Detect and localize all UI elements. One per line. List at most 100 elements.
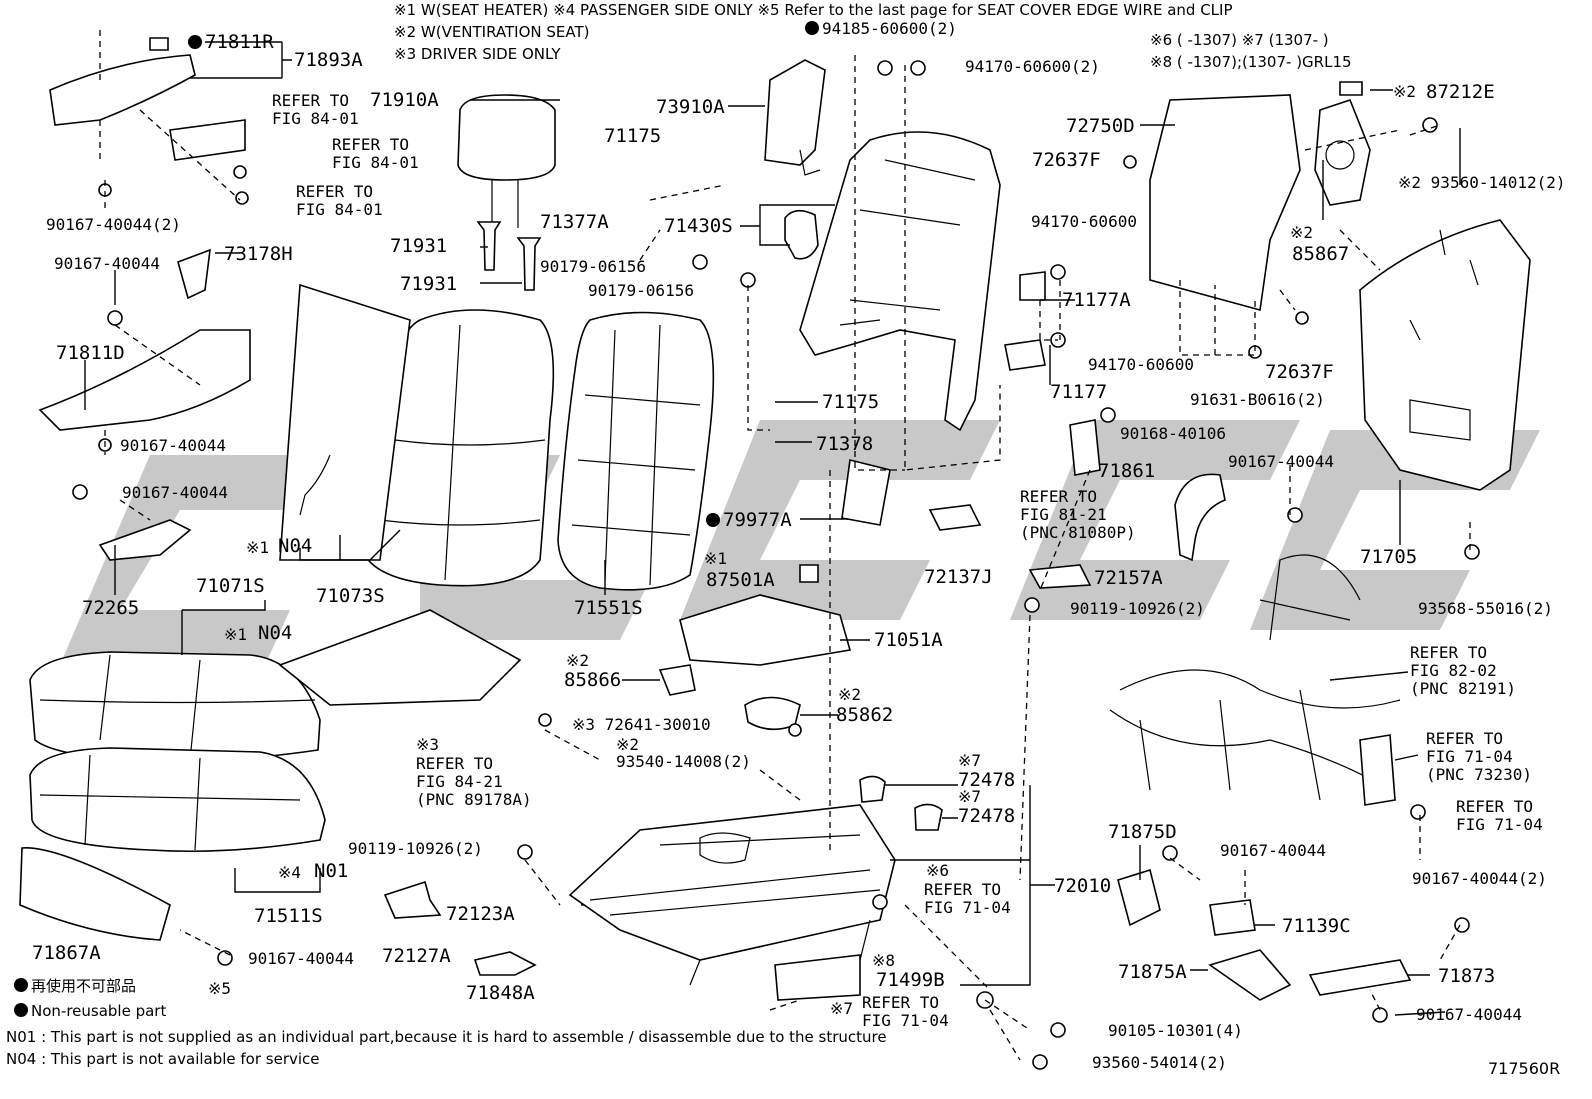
part-label-72157A[interactable]: 72157A [1094,567,1163,589]
part-label-90168-40106[interactable]: 90168-40106 [1120,424,1226,443]
part-label-71073S[interactable]: 71073S [316,585,385,607]
bracket-71873 [1308,959,1412,996]
part-label-71811R[interactable]: 71811R [188,32,274,52]
part-label-72127A[interactable]: 72127A [382,945,451,967]
part-label-71051A[interactable]: 71051A [874,629,943,651]
part-label-71499B[interactable]: 71499B [876,969,945,991]
switch-refer-84-01 [169,119,246,161]
part-label-79977A[interactable]: 79977A [706,510,792,530]
part-label-90167-40044-g[interactable]: 90167-40044 [1416,1005,1522,1024]
part-label-93568-55016-2[interactable]: 93568-55016(2) [1418,599,1553,618]
part-label-71175-a[interactable]: 71175 [604,125,662,147]
seat-cushion-cover-71071S [29,651,321,763]
part-label-94185-60600-2[interactable]: 94185-60600(2) [805,20,957,38]
cover-73178H [177,248,211,300]
part-label-71177[interactable]: 71177 [1050,381,1108,403]
part-label-72010[interactable]: 72010 [1054,875,1112,897]
part-label-93560-14012-2[interactable]: ※2 93560-14012(2) [1398,173,1566,192]
part-label-71873[interactable]: 71873 [1438,965,1496,987]
part-label-85866[interactable]: 85866 [564,669,622,691]
figure-id: 717560R [1488,1059,1561,1078]
part-label-71175-b[interactable]: 71175 [822,391,880,413]
cover-72127A [473,951,537,976]
refer-fig-84-21[interactable]: REFER TO FIG 84-21 (PNC 89178A) [416,754,532,809]
part-label-71848A[interactable]: 71848A [466,982,535,1004]
label-n01[interactable]: N01 [314,860,349,882]
part-label-94170-60600-a[interactable]: 94170-60600 [1031,212,1137,231]
part-label-71875D[interactable]: 71875D [1108,821,1177,843]
part-label-72637F-b[interactable]: 72637F [1265,361,1334,383]
part-label-72750D[interactable]: 72750D [1066,115,1135,137]
refer-fig-81-21[interactable]: REFER TO FIG 81-21 (PNC 81080P) [1020,487,1136,542]
part-label-71931-b[interactable]: 71931 [400,273,458,295]
seatback-board-71705 [1359,219,1531,491]
cover-72123A [383,880,442,919]
part-label-73910A[interactable]: 73910A [656,96,725,118]
refer-fig-71-04-c[interactable]: REFER TO FIG 71-04 [924,880,1011,917]
refer-fig-71-04-a[interactable]: REFER TO FIG 71-04 (PNC 73230) [1426,729,1532,784]
part-label-72478-b[interactable]: 72478 [958,805,1016,827]
part-label-71551S[interactable]: 71551S [574,597,643,619]
part-label-71430S[interactable]: 71430S [664,215,733,237]
label-n04-b[interactable]: N04 [258,622,293,644]
part-label-90167-40044-2-a[interactable]: 90167-40044(2) [46,215,181,234]
part-label-71705[interactable]: 71705 [1360,546,1418,568]
part-label-90119-10926-2-a[interactable]: 90119-10926(2) [1070,599,1205,618]
part-label-87212E[interactable]: 87212E [1426,81,1495,103]
part-label-72137J[interactable]: 72137J [924,566,993,588]
part-label-90119-10926-2-b[interactable]: 90119-10926(2) [348,839,483,858]
part-label-71893A[interactable]: 71893A [294,49,363,71]
part-label-90105-10301-4[interactable]: 90105-10301(4) [1108,1021,1243,1040]
part-label-72123A[interactable]: 72123A [446,903,515,925]
part-label-71177A[interactable]: 71177A [1062,289,1131,311]
refer-fig-82-02[interactable]: REFER TO FIG 82-02 (PNC 82191) [1410,643,1516,698]
part-label-71378[interactable]: 71378 [816,433,874,455]
refer-fig-84-01-b[interactable]: REFER TO FIG 84-01 [332,135,419,172]
part-label-72637F-a[interactable]: 72637F [1032,149,1101,171]
part-label-72265[interactable]: 72265 [82,597,140,619]
part-label-90167-40044-e[interactable]: 90167-40044 [1220,841,1326,860]
part-label-71377A[interactable]: 71377A [540,211,609,233]
part-label-87501A[interactable]: 87501A [706,569,775,591]
part-label-85862[interactable]: 85862 [836,704,894,726]
part-label-72478-a[interactable]: 72478 [958,769,1016,791]
part-label-73178H[interactable]: 73178H [224,243,293,265]
part-label-94170-60600-b[interactable]: 94170-60600 [1088,355,1194,374]
part-label-71910A[interactable]: 71910A [370,89,439,111]
legend-jp: 再使用不可部品 [14,978,136,995]
part-label-71867A[interactable]: 71867A [32,942,101,964]
part-label-90167-40044-a[interactable]: 90167-40044 [54,254,160,273]
part-label-90167-40044-b[interactable]: 90167-40044 [120,436,226,455]
refer-fig-84-01-a[interactable]: REFER TO FIG 84-01 [272,91,359,128]
part-label-71931-a[interactable]: 71931 [390,235,448,257]
part-label-90179-06156-a[interactable]: 90179-06156 [540,257,646,276]
note-1: ※1 W(SEAT HEATER) ※4 PASSENGER SIDE ONLY… [394,1,1233,19]
part-label-71875A[interactable]: 71875A [1118,961,1187,983]
part-label-93540-14008-2[interactable]: 93540-14008(2) [616,752,751,771]
part-label-91631-B0616-2[interactable]: 91631-B0616(2) [1190,390,1325,409]
part-label-71861[interactable]: 71861 [1098,460,1156,482]
part-label-90179-06156-b[interactable]: 90179-06156 [588,281,694,300]
note-mark-2-93540: ※2 [616,735,640,754]
part-label-71511S[interactable]: 71511S [254,905,323,927]
part-label-71071S[interactable]: 71071S [196,575,265,597]
part-label-71139C[interactable]: 71139C [1282,915,1351,937]
refer-fig-84-01-c[interactable]: REFER TO FIG 84-01 [296,182,383,219]
note-mark-7-b: ※7 [958,787,982,806]
part-label-90167-40044-2-b[interactable]: 90167-40044(2) [1412,869,1547,888]
part-label-90167-40044-d[interactable]: 90167-40044 [122,483,228,502]
part-label-85867[interactable]: 85867 [1292,243,1350,265]
refer-fig-71-04-b[interactable]: REFER TO FIG 71-04 [1456,797,1543,834]
label-79977A [841,459,891,526]
part-label-90167-40044-c[interactable]: 90167-40044 [1228,452,1334,471]
label-n04-a[interactable]: N04 [278,535,313,557]
part-label-72641-30010[interactable]: ※3 72641-30010 [572,715,711,734]
part-label-94170-60600-2[interactable]: 94170-60600(2) [965,57,1100,76]
part-label-71811D[interactable]: 71811D [56,342,125,364]
bracket-71177A [1019,271,1046,301]
refer-fig-71-04-d[interactable]: REFER TO FIG 71-04 [862,993,949,1030]
bracket-72157A [1028,564,1092,589]
part-label-90167-40044-f[interactable]: 90167-40044 [248,949,354,968]
part-label-93560-54014-2[interactable]: 93560-54014(2) [1092,1053,1227,1072]
